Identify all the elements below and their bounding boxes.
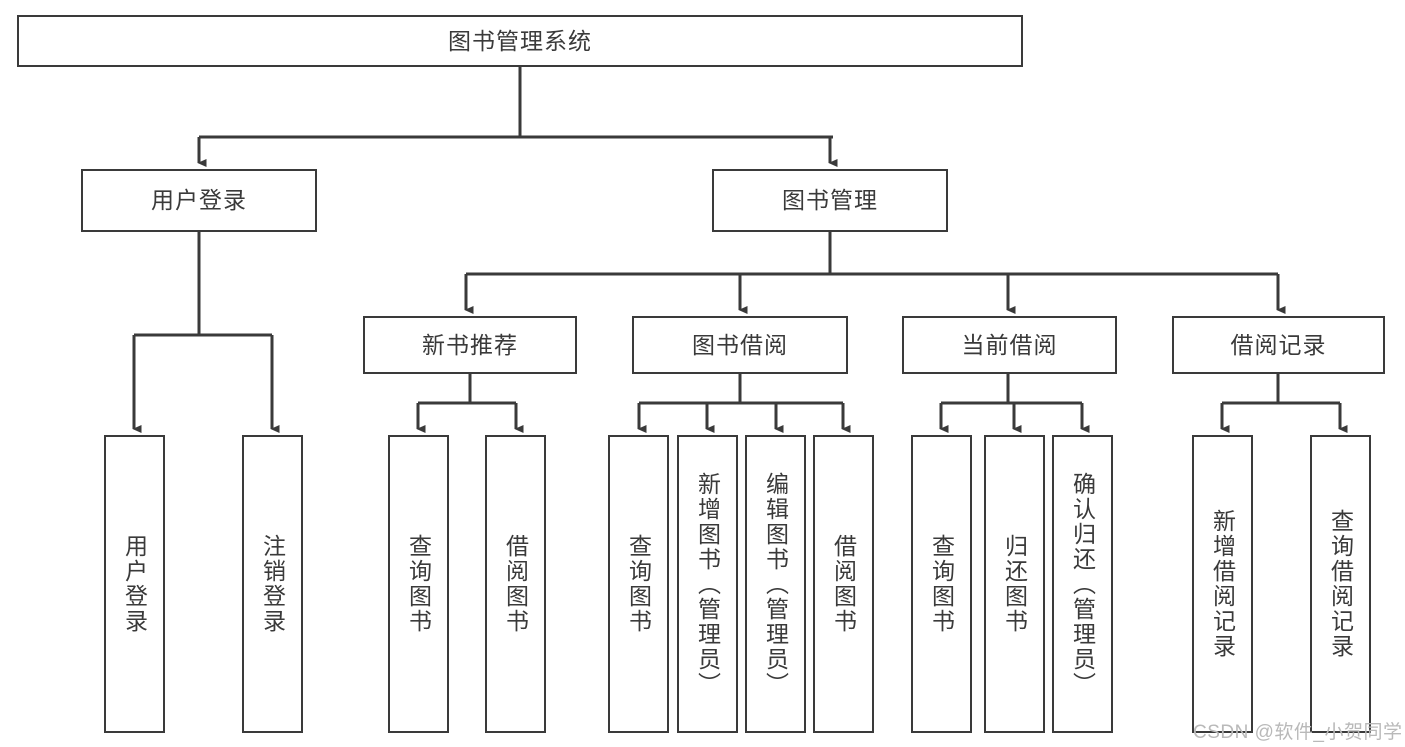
node-label: 确认归还（管理员） (1069, 471, 1096, 697)
node-label: 用户登录 (121, 534, 148, 634)
node-leaf-borrow-book-2[interactable]: 借阅图书 (813, 435, 874, 733)
node-label: 查询图书 (625, 534, 652, 634)
node-label: 注销登录 (259, 534, 286, 634)
node-current-borrow[interactable]: 当前借阅 (902, 316, 1117, 374)
node-leaf-query-book-3[interactable]: 查询图书 (911, 435, 972, 733)
node-label: 查询图书 (928, 534, 955, 634)
node-label: 图书管理 (782, 187, 878, 213)
node-leaf-user-login[interactable]: 用户登录 (104, 435, 165, 733)
node-label: 当前借阅 (961, 331, 1058, 358)
node-book-management-system[interactable]: 图书管理系统 (17, 15, 1023, 67)
node-leaf-confirm-return-admin[interactable]: 确认归还（管理员） (1052, 435, 1113, 733)
node-label: 借阅记录 (1230, 331, 1327, 358)
node-label: 用户登录 (151, 187, 247, 213)
node-leaf-query-book-1[interactable]: 查询图书 (388, 435, 449, 733)
node-leaf-add-book-admin[interactable]: 新增图书（管理员） (677, 435, 738, 733)
node-label: 图书管理系统 (448, 27, 592, 54)
node-label: 新增借阅记录 (1209, 509, 1236, 659)
node-leaf-add-borrow-record[interactable]: 新增借阅记录 (1192, 435, 1253, 733)
node-label: 新增图书（管理员） (694, 471, 721, 697)
node-label: 编辑图书（管理员） (762, 471, 789, 697)
node-leaf-query-borrow-record[interactable]: 查询借阅记录 (1310, 435, 1371, 733)
node-leaf-query-book-2[interactable]: 查询图书 (608, 435, 669, 733)
node-label: 归还图书 (1001, 534, 1028, 634)
node-book-borrow[interactable]: 图书借阅 (632, 316, 848, 374)
node-label: 查询图书 (405, 534, 432, 634)
node-leaf-borrow-book-1[interactable]: 借阅图书 (485, 435, 546, 733)
node-borrow-record[interactable]: 借阅记录 (1172, 316, 1385, 374)
node-label: 查询借阅记录 (1327, 509, 1354, 659)
node-leaf-logout[interactable]: 注销登录 (242, 435, 303, 733)
watermark-text: CSDN @软件_小贺同学 (1193, 722, 1403, 743)
node-label: 新书推荐 (422, 331, 518, 358)
node-new-book-recommend[interactable]: 新书推荐 (363, 316, 577, 374)
node-book-manage[interactable]: 图书管理 (712, 169, 948, 232)
node-user-login[interactable]: 用户登录 (81, 169, 317, 232)
node-label: 借阅图书 (830, 534, 857, 634)
node-leaf-edit-book-admin[interactable]: 编辑图书（管理员） (745, 435, 806, 733)
csdn-watermark: CSDN @软件_小贺同学 (1193, 717, 1402, 744)
node-leaf-return-book[interactable]: 归还图书 (984, 435, 1045, 733)
node-label: 图书借阅 (692, 331, 788, 358)
node-label: 借阅图书 (502, 534, 529, 634)
